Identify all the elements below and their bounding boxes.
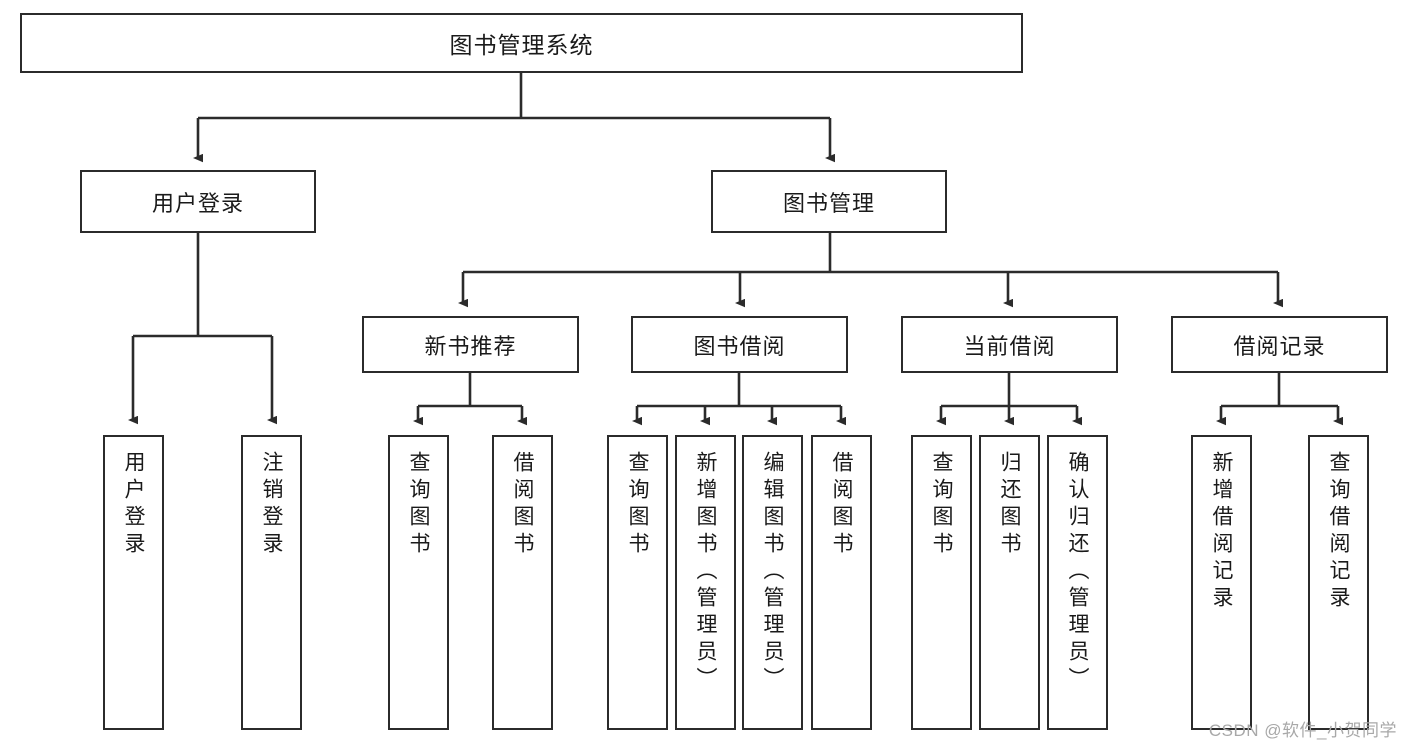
- leaf-query-book-1-label: 查询图书: [407, 451, 430, 559]
- leaf-query-book-3-label: 查询图书: [930, 451, 953, 559]
- leaf-add-book[interactable]: 新增图书（管理员）: [675, 435, 736, 730]
- leaf-user-login-label: 用户登录: [122, 451, 145, 559]
- leaf-confirm-return[interactable]: 确认归还（管理员）: [1047, 435, 1108, 730]
- leaf-query-book-2[interactable]: 查询图书: [607, 435, 668, 730]
- leaf-borrow-book-1-label: 借阅图书: [511, 451, 534, 559]
- node-book-management-label: 图书管理: [782, 190, 875, 216]
- node-book-borrow-label: 图书借阅: [693, 333, 786, 359]
- node-book-management[interactable]: 图书管理: [711, 170, 947, 233]
- node-root[interactable]: 图书管理系统: [20, 13, 1023, 73]
- leaf-query-book-2-label: 查询图书: [626, 451, 649, 559]
- leaf-borrow-book-1[interactable]: 借阅图书: [492, 435, 553, 730]
- leaf-logout[interactable]: 注销登录: [241, 435, 302, 730]
- node-current-borrow[interactable]: 当前借阅: [901, 316, 1118, 373]
- node-current-borrow-label: 当前借阅: [963, 333, 1056, 359]
- leaf-return-book[interactable]: 归还图书: [979, 435, 1040, 730]
- node-user-login[interactable]: 用户登录: [80, 170, 316, 233]
- node-borrow-record-label: 借阅记录: [1233, 333, 1326, 359]
- node-user-login-label: 用户登录: [151, 190, 244, 216]
- node-new-book-recommend-label: 新书推荐: [424, 333, 517, 359]
- node-new-book-recommend[interactable]: 新书推荐: [362, 316, 579, 373]
- node-borrow-record[interactable]: 借阅记录: [1171, 316, 1388, 373]
- leaf-add-record-label: 新增借阅记录: [1210, 451, 1233, 613]
- leaf-confirm-return-label: 确认归还（管理员）: [1066, 451, 1089, 694]
- leaf-query-book-3[interactable]: 查询图书: [911, 435, 972, 730]
- leaf-query-record-label: 查询借阅记录: [1327, 451, 1350, 613]
- node-book-borrow[interactable]: 图书借阅: [631, 316, 848, 373]
- leaf-user-login[interactable]: 用户登录: [103, 435, 164, 730]
- leaf-add-book-label: 新增图书（管理员）: [694, 451, 717, 694]
- node-root-label: 图书管理系统: [449, 32, 594, 58]
- leaf-edit-book-label: 编辑图书（管理员）: [761, 451, 784, 694]
- leaf-borrow-book-2-label: 借阅图书: [830, 451, 853, 559]
- watermark: CSDN @软件_小贺同学: [1208, 721, 1397, 740]
- leaf-add-record[interactable]: 新增借阅记录: [1191, 435, 1252, 730]
- leaf-query-book-1[interactable]: 查询图书: [388, 435, 449, 730]
- leaf-edit-book[interactable]: 编辑图书（管理员）: [742, 435, 803, 730]
- leaf-query-record[interactable]: 查询借阅记录: [1308, 435, 1369, 730]
- leaf-borrow-book-2[interactable]: 借阅图书: [811, 435, 872, 730]
- leaf-logout-label: 注销登录: [260, 451, 283, 559]
- leaf-return-book-label: 归还图书: [998, 451, 1021, 559]
